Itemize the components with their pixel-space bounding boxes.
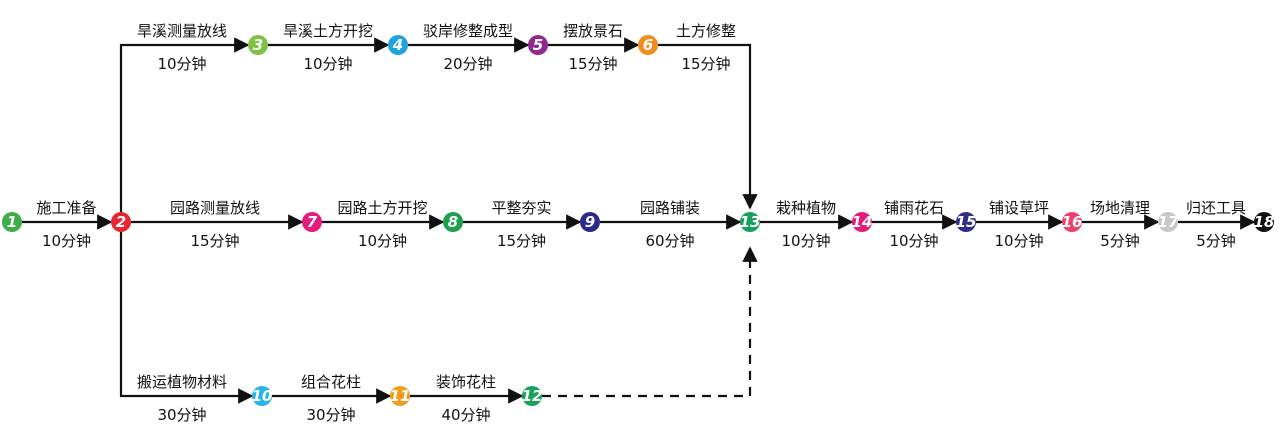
activity-duration-label: 10分钟 xyxy=(157,55,206,73)
event-node-circle xyxy=(390,386,410,406)
activity-name-label: 归还工具 xyxy=(1186,199,1246,217)
event-node-number: 6 xyxy=(643,36,653,54)
activity-duration-label: 15分钟 xyxy=(568,55,617,73)
event-node-circle xyxy=(443,212,463,232)
activity-name-label: 铺设草坪 xyxy=(989,199,1049,217)
event-node-number: 9 xyxy=(585,213,595,231)
activity-duration-label: 10分钟 xyxy=(781,232,830,250)
activity-name-label: 园路土方开挖 xyxy=(337,199,427,217)
activity-name-label: 土方修整 xyxy=(676,22,736,40)
event-node-circle xyxy=(252,386,272,406)
edges-layer xyxy=(22,37,1256,404)
activity-name-label: 施工准备 xyxy=(36,199,96,217)
activity-duration-label: 15分钟 xyxy=(190,232,239,250)
event-node-number: 16 xyxy=(1062,213,1083,231)
event-node-13: 13 xyxy=(740,212,761,232)
activity-duration-label: 10分钟 xyxy=(358,232,407,250)
event-node-12: 12 xyxy=(522,386,543,406)
activity-duration-label: 40分钟 xyxy=(441,406,490,424)
event-node-number: 13 xyxy=(740,213,761,231)
event-node-number: 8 xyxy=(448,213,458,231)
activity-duration-label: 30分钟 xyxy=(306,406,355,424)
event-node-number: 11 xyxy=(390,387,411,405)
event-node-number: 2 xyxy=(116,213,126,231)
event-node-7: 7 xyxy=(302,212,322,232)
activity-duration-label: 60分钟 xyxy=(645,232,694,250)
activity-duration-label: 10分钟 xyxy=(303,55,352,73)
activity-name-label: 场地清理 xyxy=(1090,199,1150,217)
activity-name-label: 摆放景石 xyxy=(563,22,623,40)
event-node-number: 17 xyxy=(1158,213,1179,231)
event-node-circle xyxy=(388,35,408,55)
event-node-number: 10 xyxy=(252,387,273,405)
activity-name-label: 栽种植物 xyxy=(776,199,836,217)
event-node-circle xyxy=(2,212,22,232)
event-node-circle xyxy=(248,35,268,55)
event-node-9: 9 xyxy=(580,212,600,232)
event-node-circle xyxy=(956,212,976,232)
activity-name-label: 驳岸修整成型 xyxy=(423,22,513,40)
event-node-number: 12 xyxy=(522,387,543,405)
activity-name-label: 园路铺装 xyxy=(640,199,700,217)
event-node-8: 8 xyxy=(443,212,463,232)
event-node-3: 3 xyxy=(248,35,268,55)
event-node-17: 17 xyxy=(1158,212,1179,232)
event-node-number: 5 xyxy=(533,36,543,54)
activity-name-label: 平整夯实 xyxy=(491,199,551,217)
event-node-circle xyxy=(522,386,542,406)
activity-name-label: 园路测量放线 xyxy=(170,199,260,217)
event-node-16: 16 xyxy=(1062,212,1083,232)
event-node-18: 18 xyxy=(1254,212,1275,232)
event-node-circle xyxy=(1254,212,1274,232)
dummy-activity-arrow xyxy=(542,246,758,398)
event-node-circle xyxy=(852,212,872,232)
event-node-circle xyxy=(1158,212,1178,232)
event-node-number: 14 xyxy=(852,213,873,231)
activity-duration-label: 15分钟 xyxy=(497,232,546,250)
activity-duration-label: 30分钟 xyxy=(157,406,206,424)
event-node-circle xyxy=(1062,212,1082,232)
activity-name-label: 装饰花柱 xyxy=(436,373,496,391)
activity-duration-label: 10分钟 xyxy=(994,232,1043,250)
activity-arrow xyxy=(119,232,254,404)
event-node-10: 10 xyxy=(252,386,273,406)
event-node-number: 7 xyxy=(307,213,318,231)
event-node-circle xyxy=(528,35,548,55)
event-node-circle xyxy=(302,212,322,232)
event-node-circle xyxy=(111,212,131,232)
activity-arrow xyxy=(119,37,250,222)
event-node-1: 1 xyxy=(2,212,22,232)
activity-name-label: 组合花柱 xyxy=(301,373,361,391)
activity-duration-label: 10分钟 xyxy=(889,232,938,250)
activity-duration-label: 5分钟 xyxy=(1196,232,1236,250)
event-node-11: 11 xyxy=(390,386,411,406)
activity-name-label: 铺雨花石 xyxy=(884,199,944,217)
activity-duration-label: 5分钟 xyxy=(1100,232,1140,250)
event-node-15: 15 xyxy=(956,212,977,232)
event-node-circle xyxy=(638,35,658,55)
event-node-number: 15 xyxy=(956,213,977,231)
activity-name-label: 旱溪测量放线 xyxy=(137,22,227,40)
event-node-14: 14 xyxy=(852,212,873,232)
event-node-4: 4 xyxy=(388,35,408,55)
labels-layer: 施工准备 10分钟 旱溪测量放线 10分钟 旱溪土方开挖 10分钟 驳岸修整成型 20分钟 摆放… xyxy=(36,22,1246,424)
activity-name-label: 搬运植物材料 xyxy=(137,373,227,391)
event-node-5: 5 xyxy=(528,35,548,55)
event-node-circle xyxy=(740,212,760,232)
activity-arrow xyxy=(658,43,758,210)
event-node-number: 3 xyxy=(253,36,263,54)
event-node-number: 18 xyxy=(1254,213,1275,231)
event-node-circle xyxy=(580,212,600,232)
activity-duration-label: 10分钟 xyxy=(42,232,91,250)
event-node-6: 6 xyxy=(638,35,658,55)
event-node-number: 4 xyxy=(392,36,403,54)
event-node-number: 1 xyxy=(7,213,17,231)
activity-name-label: 旱溪土方开挖 xyxy=(283,22,373,40)
event-node-2: 2 xyxy=(111,212,131,232)
activity-duration-label: 20分钟 xyxy=(443,55,492,73)
activity-duration-label: 15分钟 xyxy=(681,55,730,73)
